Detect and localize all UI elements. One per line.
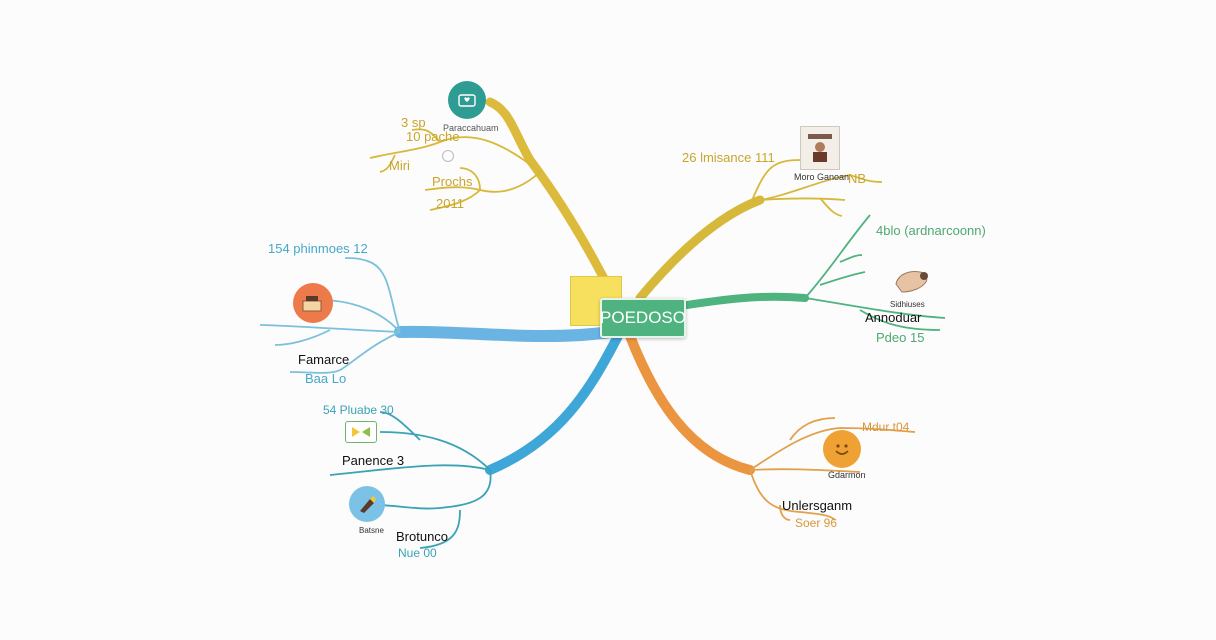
top-left-line-3: Miri bbox=[389, 158, 410, 173]
top-left-line-2: 10 pache bbox=[406, 129, 460, 144]
top-left-title: Paraccahuam bbox=[443, 123, 499, 133]
sub-branches-bottom-left bbox=[329, 411, 492, 549]
tag-icon bbox=[345, 421, 377, 443]
top-left-line-4: Prochs bbox=[432, 174, 473, 189]
sub-branches-top-left bbox=[369, 128, 541, 211]
bottom-right-caption: Gdarmon bbox=[828, 470, 866, 480]
bottom-left-title: Panence 3 bbox=[342, 453, 405, 468]
sub-branches-bottom-right bbox=[749, 417, 916, 521]
main-branches bbox=[394, 97, 809, 475]
top-right-heading: 26 lmisance 111 bbox=[682, 150, 775, 165]
left-value: Baa Lo bbox=[305, 371, 347, 386]
bottom-left-title-2: Brotunco bbox=[396, 529, 449, 544]
left-title: Famarce bbox=[298, 352, 350, 367]
heart-badge-icon bbox=[448, 81, 486, 119]
sub-branches-top-right bbox=[749, 159, 883, 217]
top-left-line-1: 3 sp bbox=[401, 115, 426, 130]
branch-right[interactable] bbox=[676, 292, 809, 310]
top-right-value: NB bbox=[848, 171, 867, 186]
branch-bottom-left[interactable] bbox=[485, 331, 623, 475]
left-heading: 154 phinmoes 12 bbox=[268, 241, 368, 256]
right-heading: 4blo (ardnarcoonn) bbox=[876, 223, 986, 238]
branch-top-right[interactable] bbox=[635, 195, 765, 303]
sub-branches-right bbox=[804, 214, 946, 331]
bottom-right-heading: Mdur t04 bbox=[862, 420, 910, 434]
portrait-icon bbox=[800, 126, 840, 170]
right-value: Pdeo 15 bbox=[876, 330, 925, 345]
small-circle-icon bbox=[442, 150, 454, 162]
smiley-icon bbox=[823, 430, 861, 468]
bottom-left-heading: 54 Pluabe 30 bbox=[323, 403, 394, 417]
top-right-title: Moro Ganoan bbox=[794, 172, 850, 182]
bottom-right-title: Unlersganm bbox=[782, 498, 853, 513]
sub-branches-left bbox=[259, 257, 401, 374]
branch-top-left[interactable] bbox=[485, 97, 620, 305]
right-caption: Sidhiuses bbox=[890, 300, 925, 309]
top-left-line-5: 2011 bbox=[436, 196, 464, 211]
bottom-left-caption: Batsne bbox=[359, 526, 384, 535]
right-title: Annoduar bbox=[865, 310, 922, 325]
branch-bottom-right[interactable] bbox=[625, 331, 755, 475]
coffee-icon bbox=[293, 283, 333, 323]
hand-icon bbox=[892, 264, 932, 300]
branch-left[interactable] bbox=[394, 325, 616, 342]
bottom-right-value: Soer 96 bbox=[795, 516, 838, 530]
central-topic[interactable]: POEDOSO bbox=[600, 298, 686, 338]
brush-icon bbox=[349, 486, 385, 522]
bottom-left-value: Nue 00 bbox=[398, 546, 437, 560]
